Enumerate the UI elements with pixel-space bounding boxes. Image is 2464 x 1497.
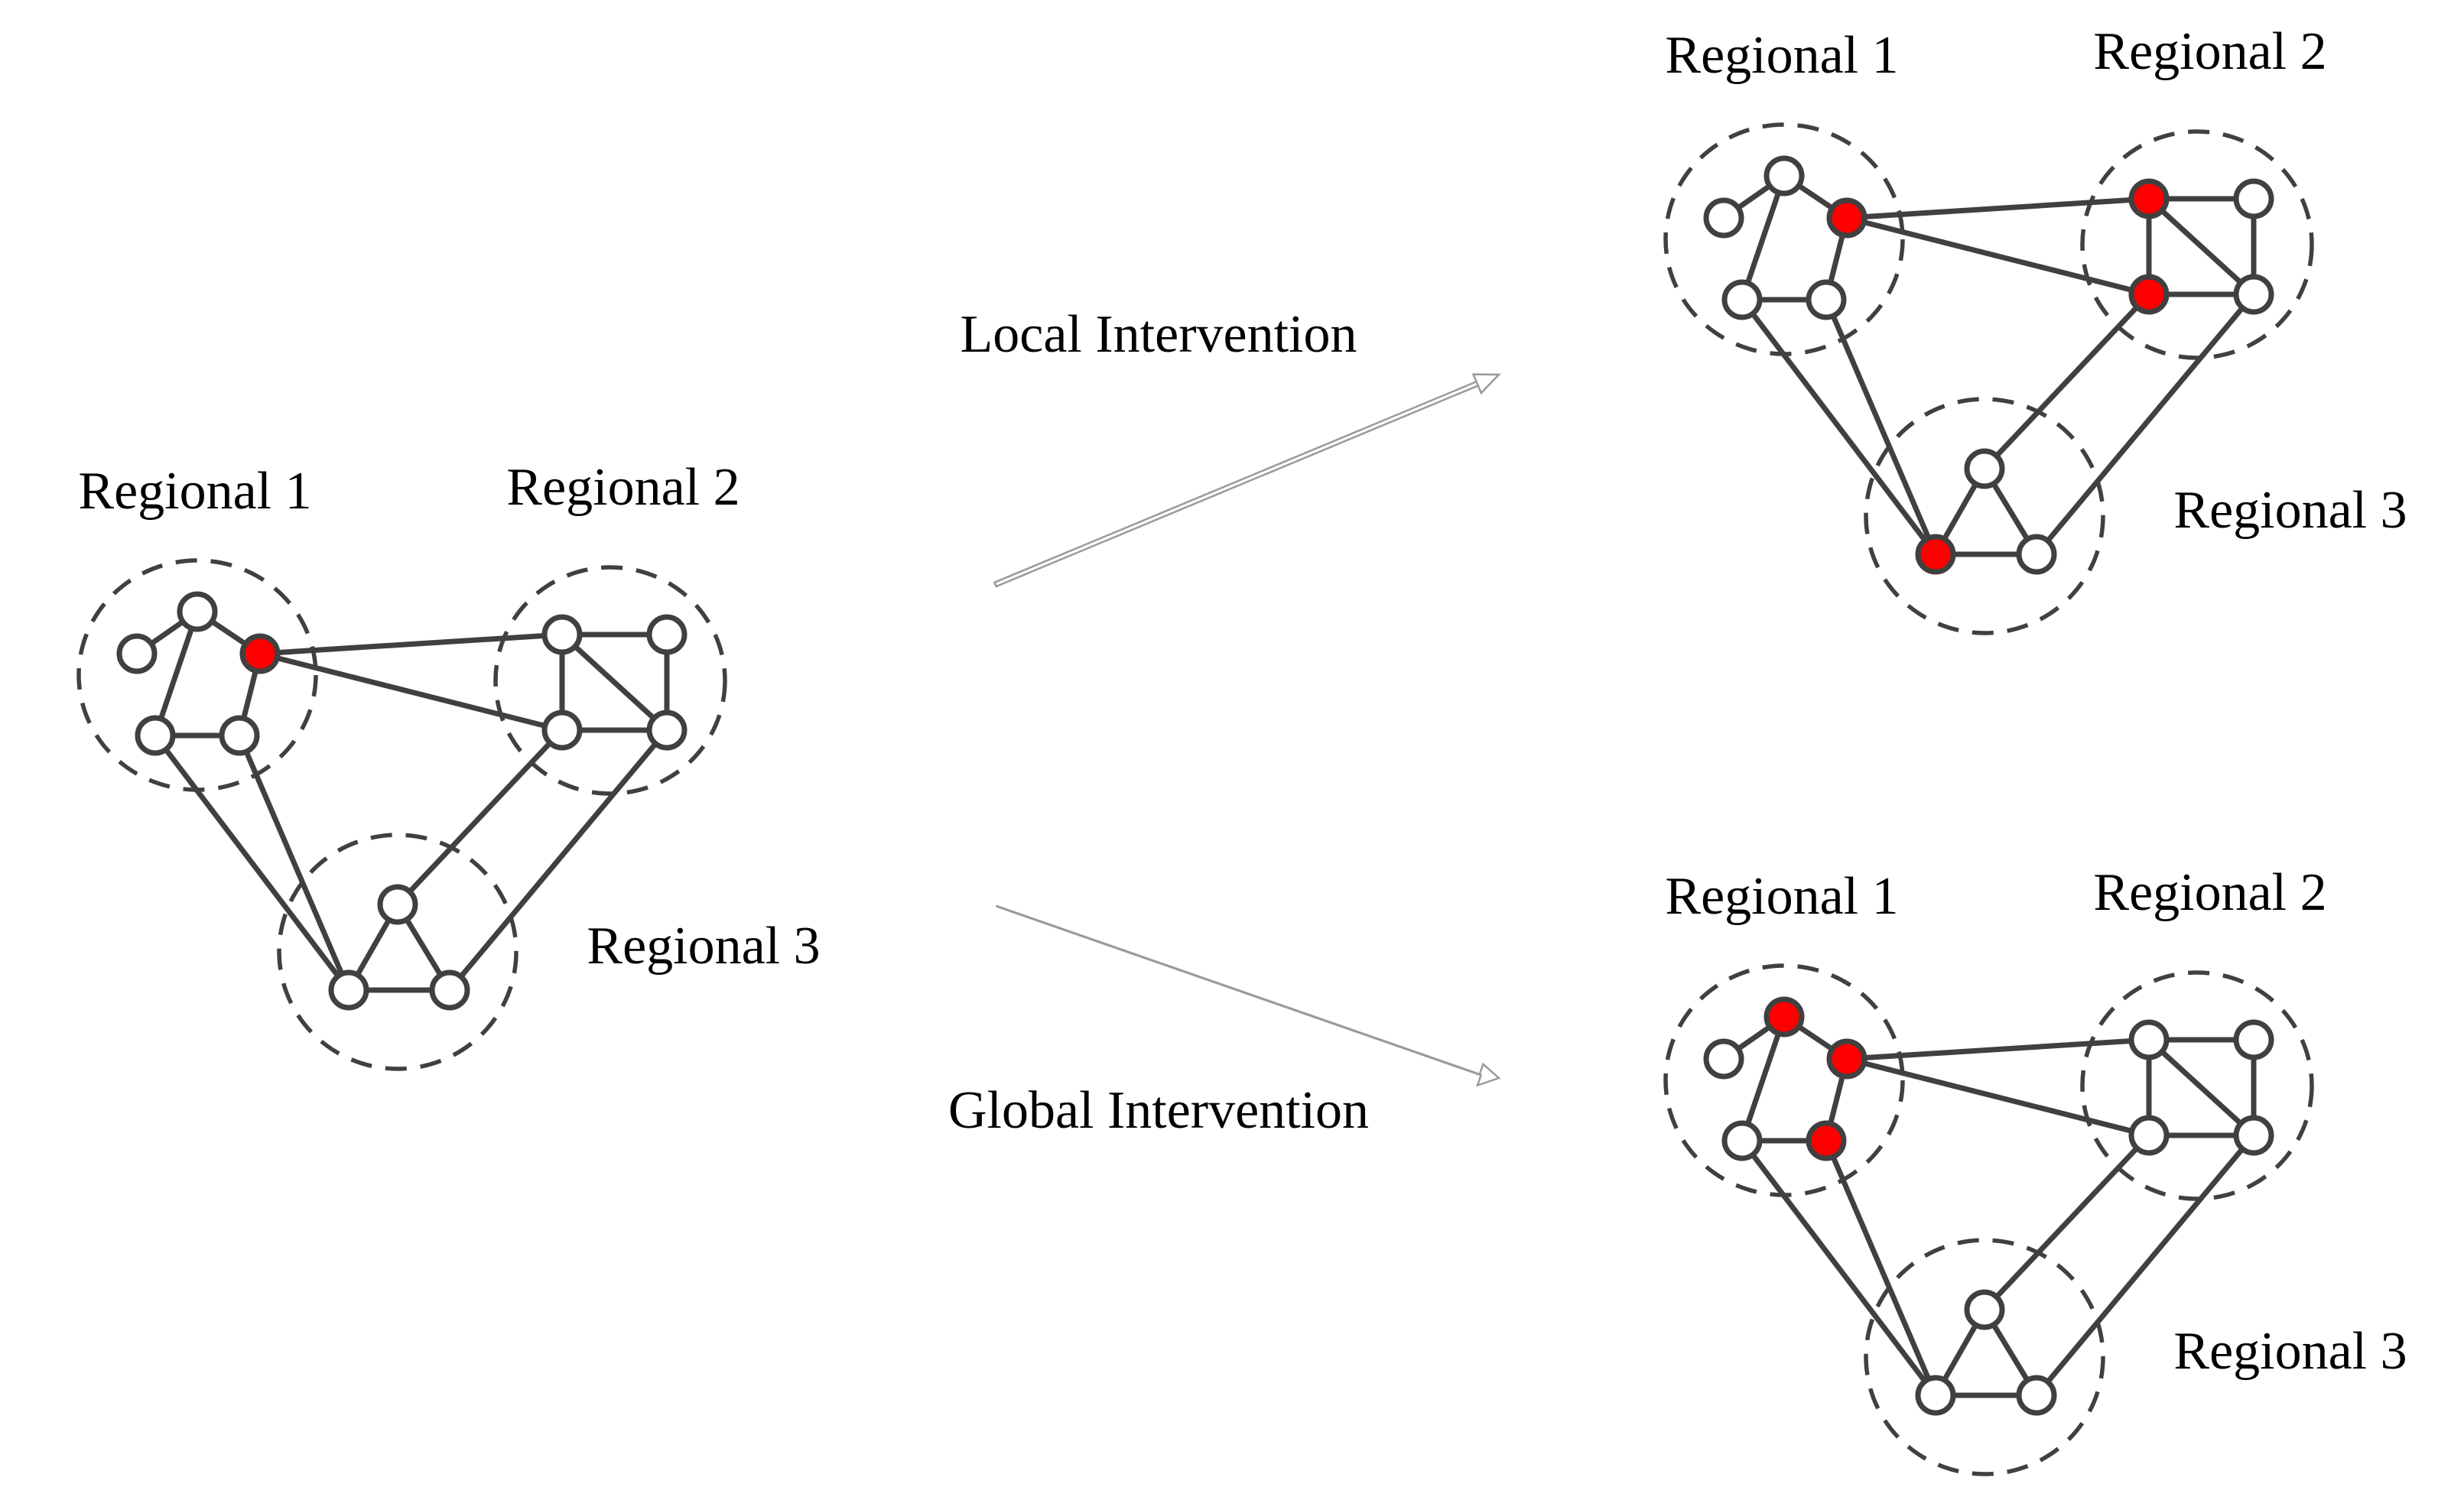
region-label-1: Regional 1 <box>1665 26 1898 85</box>
region-label-1: Regional 1 <box>78 462 311 521</box>
node-r3b <box>328 969 369 1011</box>
node-r3a <box>1964 1289 2005 1330</box>
global-intervention-arrow <box>995 904 1501 1087</box>
edge-r1c-r2a <box>257 632 565 657</box>
active-node-r1a <box>1763 996 1805 1038</box>
node-r2c <box>2128 1115 2170 1156</box>
local-intervention-result-graph: Regional 1 Regional 2 Regional 3 <box>1663 22 2407 635</box>
node-r2d <box>2233 1115 2274 1156</box>
edge-r2d-r3c <box>2033 291 2257 557</box>
region-boundary-3 <box>1864 397 2105 635</box>
edge-r1a-r1d <box>1739 173 1787 303</box>
node-r3b <box>1915 1375 1956 1416</box>
original-graph: Regional 1 Regional 2 Regional 3 <box>76 458 821 1071</box>
node-r2b <box>2233 1019 2274 1060</box>
active-node-r2c <box>2128 274 2170 315</box>
node-r2b <box>2233 178 2274 219</box>
node-r1e <box>219 715 260 756</box>
global-intervention-label: Global Intervention <box>948 1081 1369 1140</box>
region-label-3: Regional 3 <box>2173 1322 2407 1381</box>
active-node-r1c <box>1826 1038 1868 1080</box>
edge-r2a-r2d <box>2146 1037 2257 1138</box>
global-intervention-result-graph: Regional 1 Regional 2 Regional 3 <box>1663 863 2407 1476</box>
active-node-r3b <box>1915 534 1956 575</box>
edge-r1c-r2a <box>1844 196 2152 221</box>
edge-r1a-r1d <box>1739 1014 1787 1144</box>
node-r1e <box>1806 279 1847 320</box>
active-node-r1c <box>1826 197 1868 239</box>
edge-r2d-r3c <box>447 727 670 993</box>
edge-r1e-r3b <box>1823 297 1939 557</box>
edge-r1d-r3b <box>1739 297 1939 557</box>
node-r1d <box>1721 1120 1763 1161</box>
node-r2d <box>2233 274 2274 315</box>
edge-r1e-r3b <box>236 732 352 993</box>
node-r1b <box>116 633 158 674</box>
edge-r2a-r2d <box>2146 196 2257 297</box>
edge-r1a-r1d <box>152 609 200 739</box>
region-label-2: Regional 2 <box>2093 863 2326 922</box>
region-boundary-2 <box>493 565 727 796</box>
region-label-2: Regional 2 <box>506 458 740 517</box>
node-r3c <box>2016 534 2057 575</box>
edge-r1e-r3b <box>1823 1138 1939 1398</box>
local-intervention-label: Local Intervention <box>961 305 1357 364</box>
region-label-2: Regional 2 <box>2093 22 2326 81</box>
node-r2b <box>646 614 688 655</box>
region-label-3: Regional 3 <box>587 917 820 976</box>
region-label-1: Regional 1 <box>1665 867 1898 926</box>
edge-r2d-r3c <box>2033 1132 2257 1398</box>
node-r1d <box>135 715 176 756</box>
node-r1b <box>1703 197 1744 239</box>
node-r2a <box>541 614 583 655</box>
node-r1a <box>177 591 218 632</box>
active-node-r1e <box>1806 1120 1847 1161</box>
edge-r1d-r3b <box>152 732 352 993</box>
edge-r1d-r3b <box>1739 1138 1939 1398</box>
edge-r1c-r2a <box>1844 1037 2152 1062</box>
region-boundary-2 <box>2080 129 2314 360</box>
region-label-3: Regional 3 <box>2173 481 2407 540</box>
node-r1a <box>1763 155 1805 196</box>
node-r3a <box>1964 448 2005 489</box>
region-boundary-3 <box>277 833 518 1071</box>
edge-r2c-r3a <box>1981 1132 2152 1313</box>
node-r1b <box>1703 1038 1744 1080</box>
edge-r1c-r2c <box>257 651 565 733</box>
region-boundary-2 <box>2080 970 2314 1201</box>
active-node-r2a <box>2128 178 2170 219</box>
edge-r2a-r2d <box>559 632 670 733</box>
region-boundary-3 <box>1864 1238 2105 1476</box>
node-r3c <box>429 969 470 1011</box>
node-r2a <box>2128 1019 2170 1060</box>
node-r2c <box>541 710 583 751</box>
node-r2d <box>646 710 688 751</box>
edge-r2c-r3a <box>395 727 565 908</box>
edge-r2c-r3a <box>1981 291 2152 472</box>
edge-r1c-r2c <box>1844 1056 2152 1138</box>
active-node-r1c <box>239 633 281 674</box>
local-intervention-arrow <box>993 373 1501 588</box>
node-r3c <box>2016 1375 2057 1416</box>
edge-r1c-r2c <box>1844 215 2152 297</box>
node-r1d <box>1721 279 1763 320</box>
node-r3a <box>377 884 418 925</box>
